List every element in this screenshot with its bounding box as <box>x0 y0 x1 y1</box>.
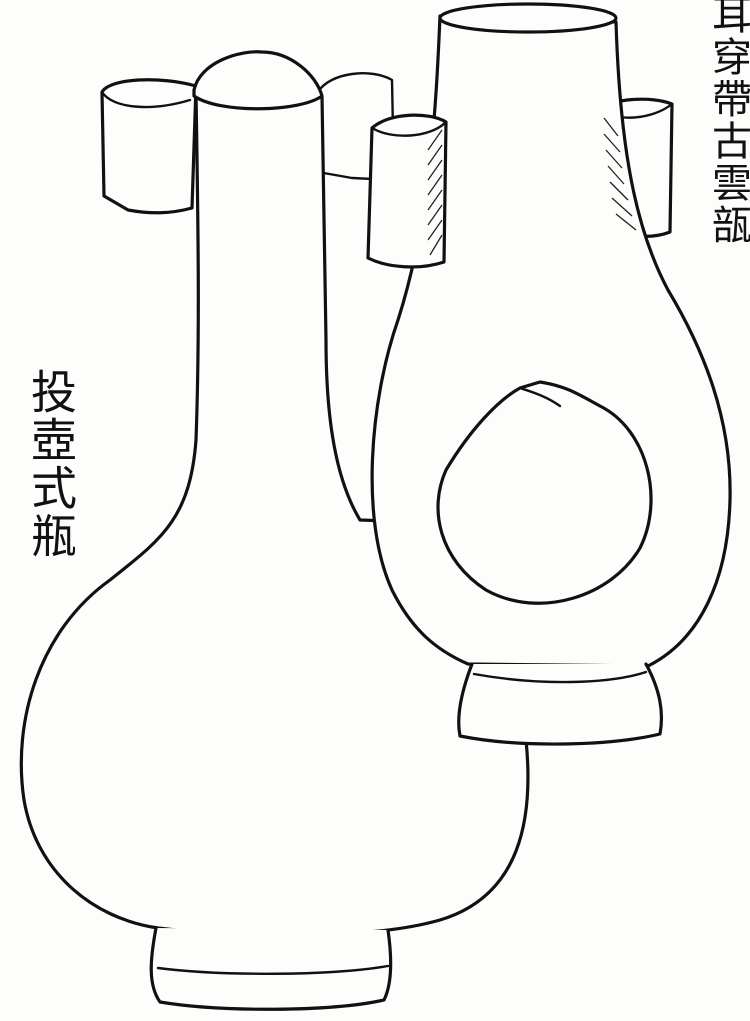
pierced-vase-body <box>370 14 732 668</box>
pierced-ear-vase-drawing <box>366 2 732 746</box>
pierced-opening <box>436 380 653 605</box>
pierced-opening-lip <box>518 386 562 408</box>
pierced-vase-mouth <box>438 2 618 34</box>
left-ear-mouth <box>100 90 192 109</box>
left-front-ear <box>366 113 448 269</box>
touhu-foot-line <box>156 964 390 975</box>
vase-label-right: 耳穿帶古雲瓿 <box>705 0 750 246</box>
vase-label-left: 投壺式瓶 <box>24 368 78 560</box>
left-front-ear-mouth <box>370 120 448 137</box>
touhu-vase-drawing <box>19 50 530 1011</box>
left-ear <box>100 78 198 215</box>
touhu-foot <box>149 926 393 1011</box>
pierced-vase-foot-line <box>472 670 648 684</box>
neck-mouth <box>192 50 324 111</box>
pierced-vase-foot <box>457 662 664 746</box>
ear-hatching <box>427 117 637 256</box>
